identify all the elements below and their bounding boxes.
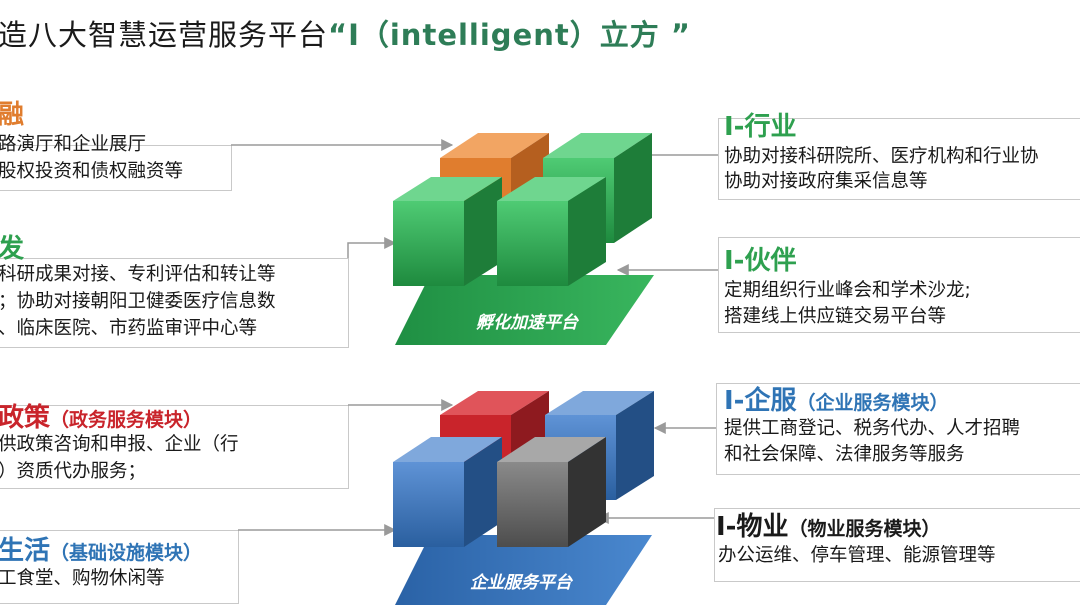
- right-panel-property: [714, 508, 1080, 582]
- page-title-prefix: 造八大智慧运营服务平台: [0, 18, 329, 52]
- page-title-highlight: “I（intelligent）立方 ”: [328, 18, 691, 52]
- platform-top-label: 孵化加速平台: [476, 313, 579, 333]
- left-panel-rd: [0, 258, 349, 348]
- left-line: 路演厅和企业展厅: [0, 134, 147, 155]
- left-panel-policy: [0, 405, 349, 489]
- cube-blue-front: [393, 437, 502, 547]
- right-line: 办公运维、停车管理、能源管理等: [718, 545, 996, 566]
- right-line: 提供工商登记、税务代办、人才招聘: [724, 418, 1021, 439]
- connector-arrows: [231, 139, 718, 536]
- right-panel-enterprise: [716, 383, 1080, 475]
- right-line: 定期组织行业峰会和学术沙龙;: [724, 280, 971, 301]
- right-title-industry: I-行业: [724, 112, 797, 142]
- left-line: ；协助对接朝阳卫健委医疗信息数: [0, 291, 276, 312]
- left-line: 工食堂、购物休闲等: [0, 568, 165, 589]
- cube-green-front-left: [393, 177, 502, 286]
- page-title: 造八大智慧运营服务平台“I（intelligent）立方 ”: [0, 12, 691, 54]
- right-line: 协助对接科研院所、医疗机构和行业协: [724, 146, 1039, 167]
- left-panel-finance: [0, 145, 232, 191]
- platform-bottom: [395, 535, 652, 605]
- right-panel-partner: [718, 237, 1080, 333]
- right-title-property: I-物业（物业服务模块）: [716, 512, 941, 542]
- right-line: 协助对接政府集采信息等: [724, 171, 928, 192]
- right-panel-industry: [718, 118, 1080, 200]
- right-line: 搭建线上供应链交易平台等: [724, 306, 947, 327]
- right-line: 和社会保障、法律服务等服务: [724, 444, 965, 465]
- left-title-finance: 融: [0, 100, 25, 130]
- left-title-policy: 政策（政务服务模块）: [0, 403, 203, 433]
- arrow-rd: [347, 237, 397, 258]
- cube-green-front-right: [497, 177, 606, 286]
- left-line: 、临床医院、市药监审评中心等: [0, 318, 258, 339]
- right-title-partner: I-伙伴: [724, 246, 797, 276]
- cube-gray: [497, 437, 606, 547]
- left-line: 股权投资和债权融资等: [0, 161, 184, 182]
- left-title-life: 生活（基础设施模块）: [0, 536, 203, 566]
- right-title-enterprise: I-企服（企业服务模块）: [724, 386, 949, 416]
- platform-top: [395, 275, 654, 345]
- platform-bottom-label: 企业服务平台: [470, 573, 573, 593]
- left-panel-life: [0, 530, 239, 604]
- left-title-rd: 发: [0, 234, 25, 264]
- left-line: 供政策咨询和申报、企业（行: [0, 434, 239, 455]
- left-line: ）资质代办服务；: [0, 461, 147, 482]
- left-line: 科研成果对接、专利评估和转让等: [0, 264, 276, 285]
